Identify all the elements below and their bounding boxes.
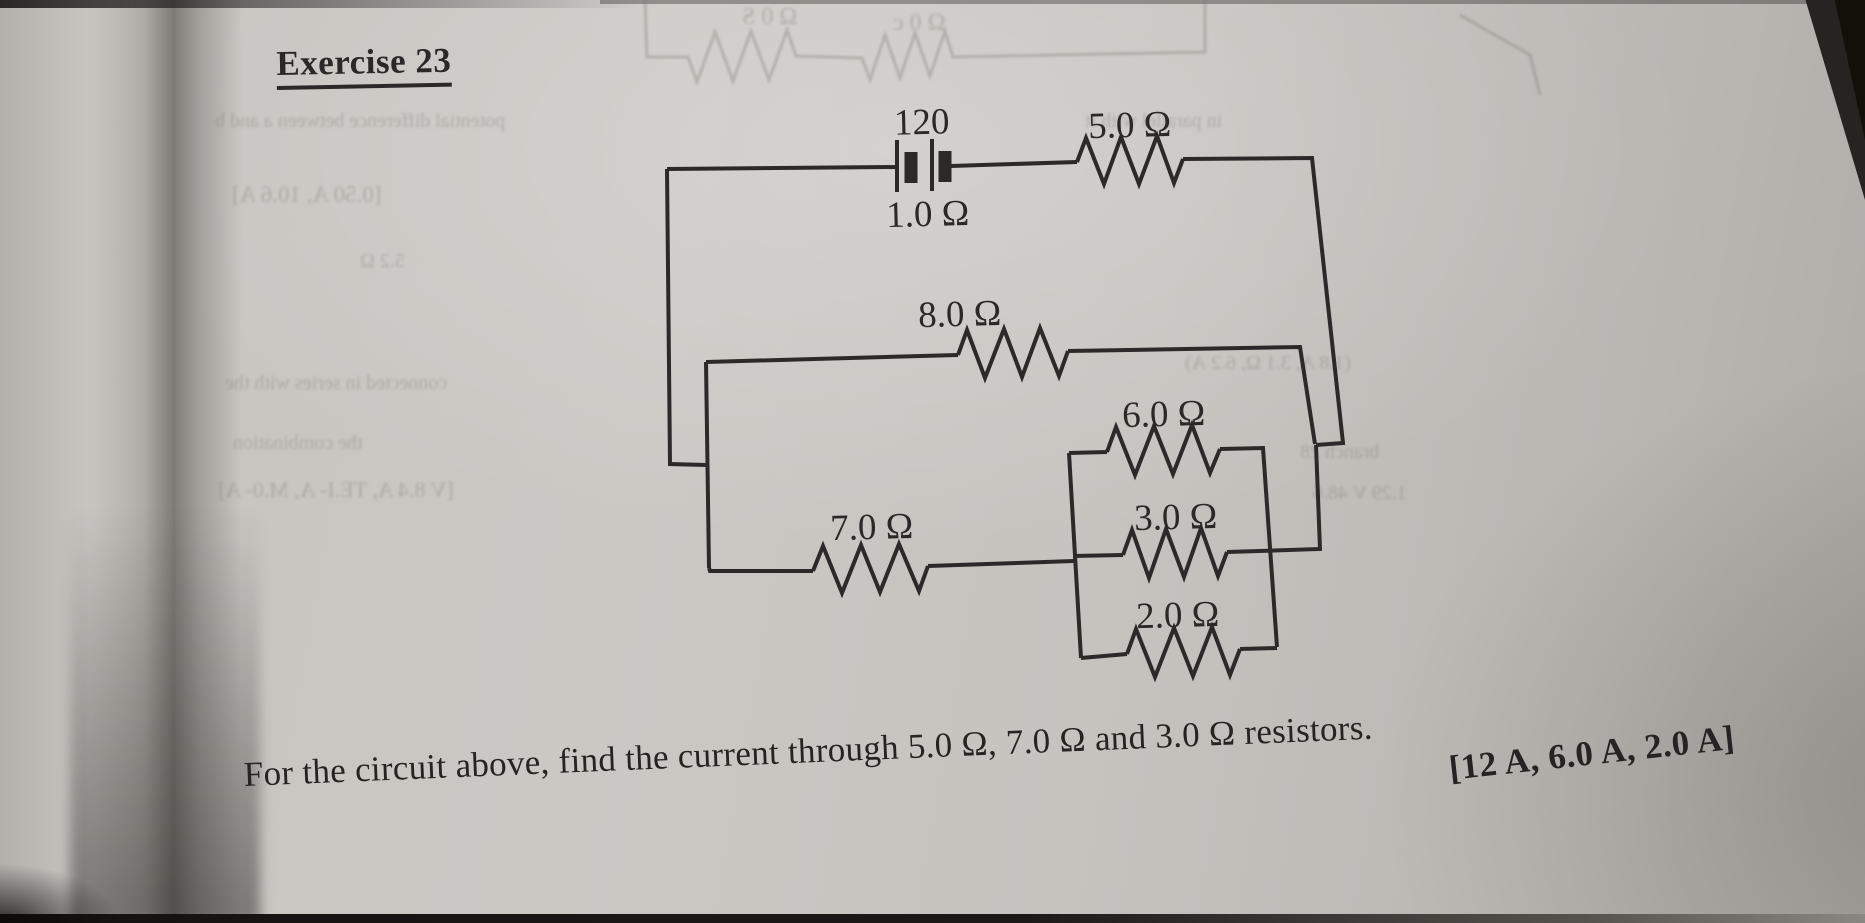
resistor-8-ohm-label: 8.0 Ω [918,293,1002,336]
resistor-5-ohm [1075,130,1185,190]
battery-symbol [895,139,952,192]
resistor-7-ohm [811,538,930,599]
photo-top-edge-line [600,0,1865,4]
resistor-3-ohm-label: 3.0 Ω [1134,496,1218,539]
resistor-6-ohm-label: 6.0 Ω [1122,393,1206,436]
branch-8-ohm-wires [704,344,1317,569]
resistor-5-ohm-label: 5.0 Ω [1088,104,1172,147]
adjacent-page-edge [0,0,175,923]
internal-resistance-label: 1.0 Ω [886,193,970,236]
resistor-2-ohm [1125,621,1242,683]
photo-bottom-edge [0,914,1865,923]
resistor-3-ohm [1121,521,1229,585]
page-crease-shadow [92,0,242,923]
parallel-bank-wires [1067,444,1323,660]
bleed-through-circuit [643,0,1542,96]
branch-7-ohm-wires [707,559,1075,573]
resistor-8-ohm [956,322,1070,384]
outer-loop-wires [665,155,1346,467]
battery-emf-label: 120 [893,101,950,143]
photo-top-edge [0,0,640,8]
page-crease-shadow-bottom [70,507,260,923]
resistor-7-ohm-label: 7.0 Ω [830,506,914,549]
bottom-left-shadow [0,863,120,923]
resistor-6-ohm [1105,419,1222,481]
resistor-2-ohm-label: 2.0 Ω [1136,594,1220,637]
